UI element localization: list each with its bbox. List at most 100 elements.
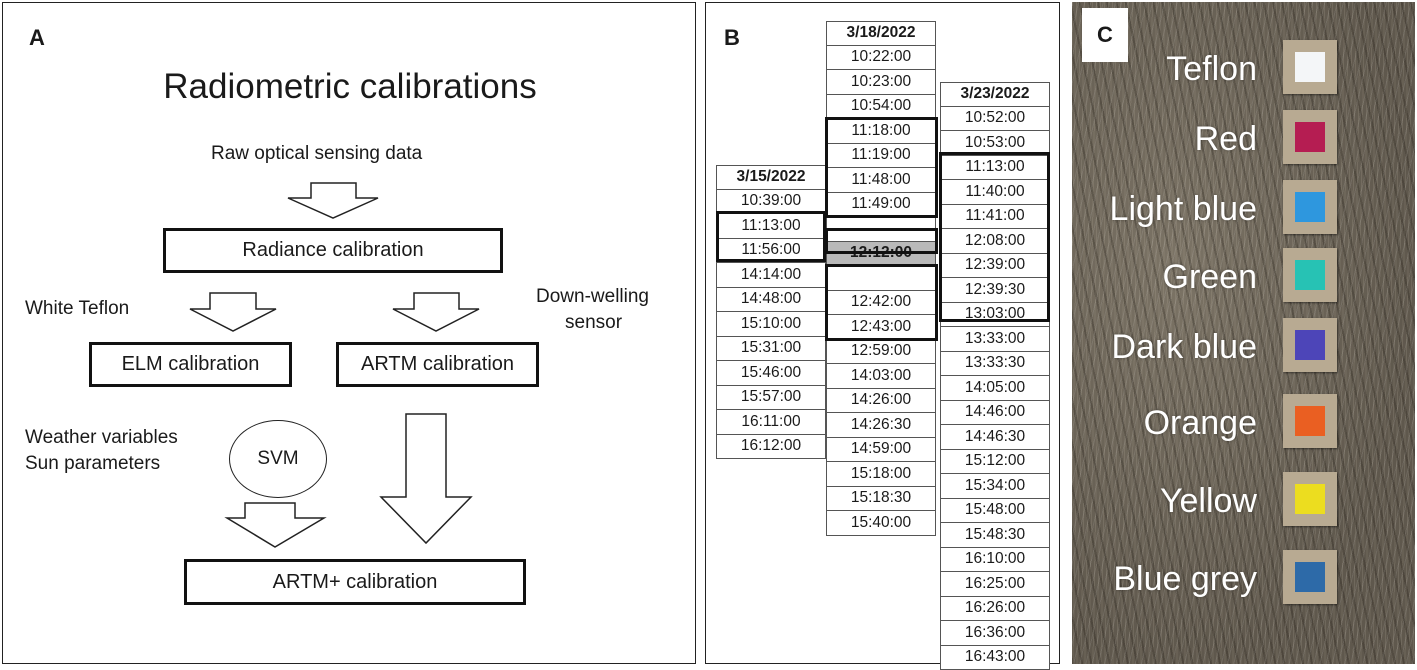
arrow-teflon-to-elm (190, 293, 276, 331)
date-header: 3/15/2022 (716, 165, 826, 190)
time-cell: 14:05:00 (940, 376, 1050, 401)
time-cell: 13:33:30 (940, 352, 1050, 377)
time-cell: 10:52:00 (940, 107, 1050, 132)
arrow-raw-to-radiance (288, 183, 378, 218)
time-cell: 12:39:00 (940, 254, 1050, 279)
color-swatch (1295, 52, 1325, 82)
reference-panel-card (1283, 40, 1337, 94)
time-cell: 14:59:00 (826, 438, 936, 463)
color-swatch (1295, 260, 1325, 290)
reference-panel-row: Light blue (1072, 180, 1415, 244)
time-cell: 14:46:30 (940, 425, 1050, 450)
reference-panel-row: Orange (1072, 394, 1415, 458)
reference-panel-name: Blue grey (1113, 560, 1257, 599)
time-cell: 13:33:00 (940, 327, 1050, 352)
time-cell: 15:48:30 (940, 523, 1050, 548)
time-cell: 11:13:00 (940, 156, 1050, 181)
panel-a-flowchart: A Radiometric calibrations Raw optical s… (2, 2, 696, 664)
time-cell: 14:26:00 (826, 389, 936, 414)
flow-arrows (3, 3, 697, 665)
time-cell: 11:18:00 (826, 119, 936, 144)
reference-panel-name: Red (1195, 120, 1257, 159)
time-cell: 16:10:00 (940, 548, 1050, 573)
time-cell: 11:56:00 (716, 239, 826, 264)
color-swatch (1295, 192, 1325, 222)
time-cell: 10:23:00 (826, 70, 936, 95)
time-cell: 14:14:00 (716, 263, 826, 288)
reference-panel-card (1283, 180, 1337, 234)
reference-panel-row: Red (1072, 110, 1415, 174)
time-cell: 11:13:00 (716, 214, 826, 239)
time-cell: 15:18:00 (826, 462, 936, 487)
time-cell: 13:03:00 (940, 303, 1050, 328)
reference-panel-name: Green (1163, 258, 1258, 297)
reference-panel-name: Light blue (1110, 190, 1257, 229)
time-cell: 12:42:00 (826, 291, 936, 316)
reference-panel-card (1283, 550, 1337, 604)
time-cell: 15:46:00 (716, 361, 826, 386)
arrow-artm-to-artm-plus (381, 414, 471, 543)
time-cell: 16:11:00 (716, 410, 826, 435)
time-cell: 11:40:00 (940, 180, 1050, 205)
reference-panel-row: Teflon (1072, 40, 1415, 104)
time-cell: 14:03:00 (826, 364, 936, 389)
time-cell: 15:18:30 (826, 487, 936, 512)
time-cell: 11:41:00 (940, 205, 1050, 230)
arrow-sensor-to-artm (393, 293, 479, 331)
color-swatch (1295, 122, 1325, 152)
reference-panel-row: Green (1072, 248, 1415, 312)
time-cell (826, 266, 936, 291)
time-cell (826, 217, 936, 242)
reference-panel-name: Dark blue (1111, 328, 1257, 367)
time-cell: 12:43:00 (826, 315, 936, 340)
time-cell: 16:36:00 (940, 621, 1050, 646)
time-cell: 12:59:00 (826, 340, 936, 365)
time-cell: 15:10:00 (716, 312, 826, 337)
time-cell: 11:19:00 (826, 144, 936, 169)
panel-label-b: B (724, 25, 740, 51)
time-cell: 11:49:00 (826, 193, 936, 218)
time-cell: 12:39:30 (940, 278, 1050, 303)
time-cell: 10:39:00 (716, 190, 826, 215)
date-header: 3/23/2022 (940, 82, 1050, 107)
reference-panel-card (1283, 110, 1337, 164)
time-cell: 11:48:00 (826, 168, 936, 193)
time-cell: 12:08:00 (940, 229, 1050, 254)
time-cell: 15:12:00 (940, 450, 1050, 475)
time-cell: 15:34:00 (940, 474, 1050, 499)
time-cell: 14:48:00 (716, 288, 826, 313)
color-swatch (1295, 330, 1325, 360)
time-cell: 16:43:00 (940, 646, 1050, 670)
time-cell: 14:26:30 (826, 413, 936, 438)
reference-panel-card (1283, 472, 1337, 526)
reference-panel-row: Blue grey (1072, 550, 1415, 614)
color-swatch (1295, 562, 1325, 592)
arrow-svm-to-artm-plus (227, 503, 324, 547)
time-cell: 15:40:00 (826, 511, 936, 536)
reference-panel-row: Dark blue (1072, 318, 1415, 382)
reference-panel-name: Yellow (1160, 482, 1257, 521)
time-cell: 10:53:00 (940, 131, 1050, 156)
reference-panel-name: Orange (1144, 404, 1257, 443)
time-cell: 16:26:00 (940, 597, 1050, 622)
color-swatch (1295, 484, 1325, 514)
reference-panel-row: Yellow (1072, 472, 1415, 536)
reference-panel-card (1283, 394, 1337, 448)
time-cell: 15:57:00 (716, 386, 826, 411)
reference-panel-card (1283, 318, 1337, 372)
reference-panel-name: Teflon (1166, 50, 1257, 89)
time-cell: 16:12:00 (716, 435, 826, 460)
date-header: 3/18/2022 (826, 21, 936, 46)
time-cell: 12:12:00 (826, 242, 936, 267)
reference-panel-card (1283, 248, 1337, 302)
time-cell: 15:48:00 (940, 499, 1050, 524)
time-cell: 15:31:00 (716, 337, 826, 362)
time-cell: 16:25:00 (940, 572, 1050, 597)
time-cell: 14:46:00 (940, 401, 1050, 426)
color-swatch (1295, 406, 1325, 436)
